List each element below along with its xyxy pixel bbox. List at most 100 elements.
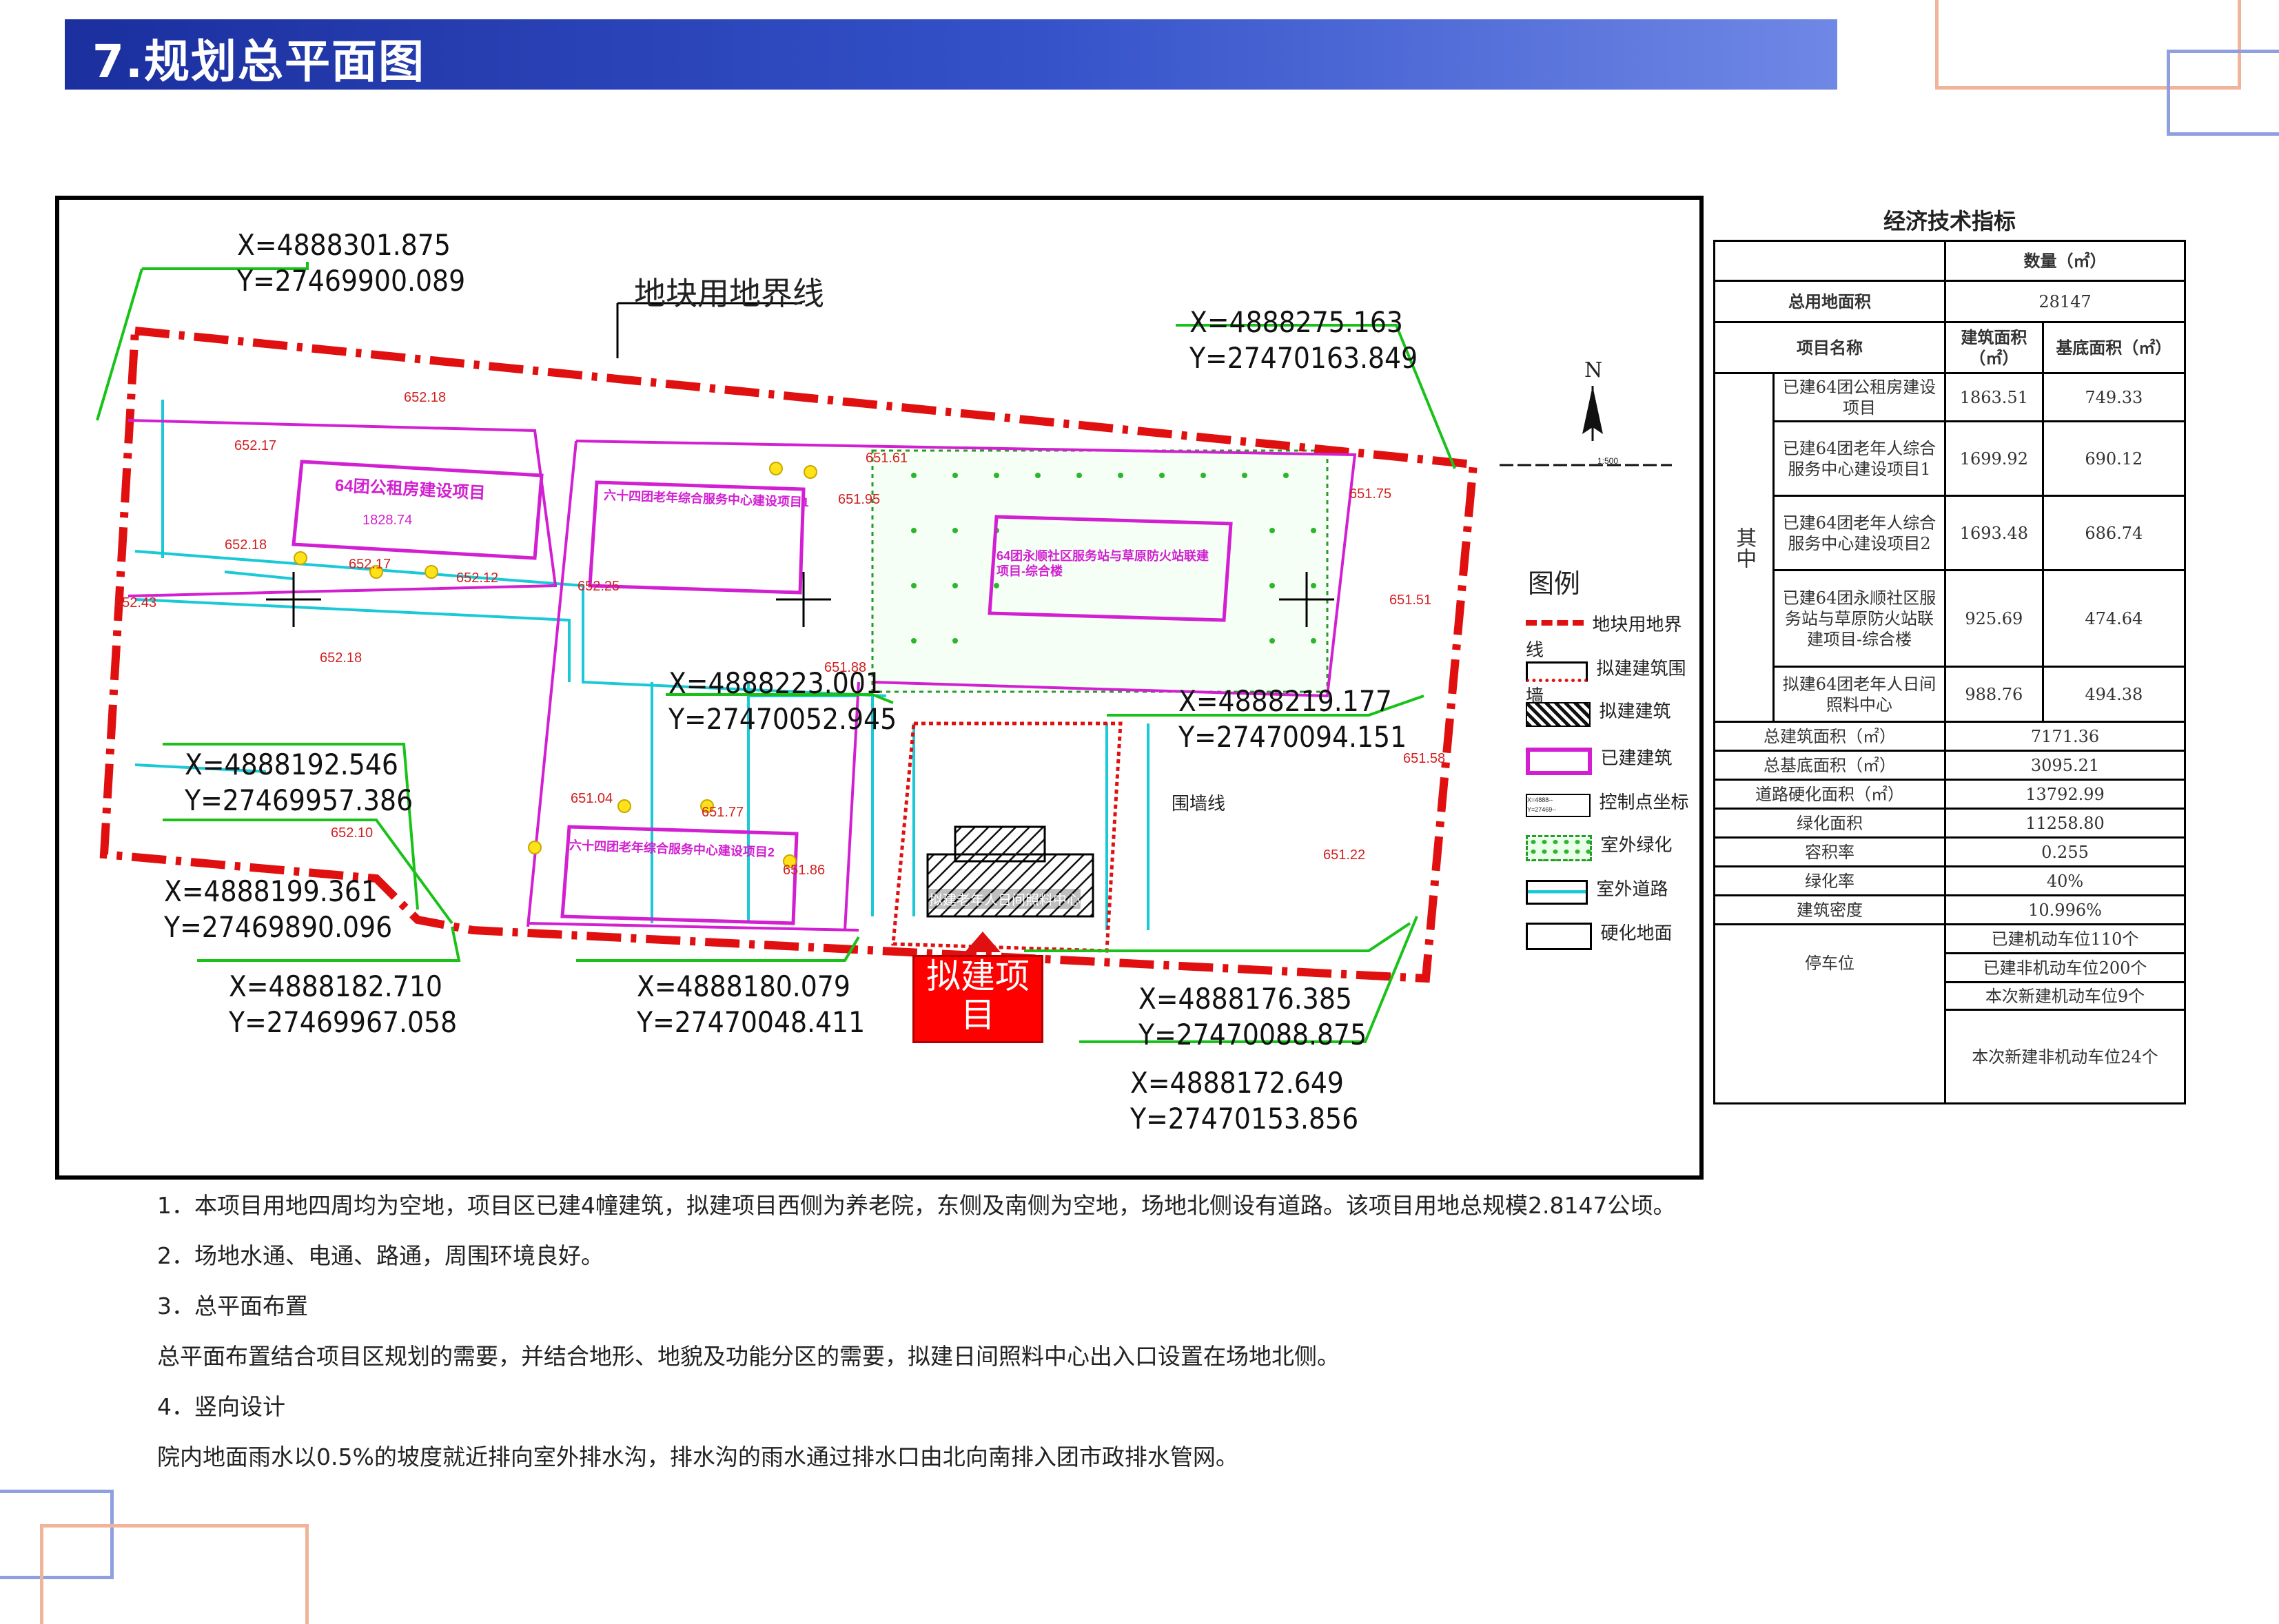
- building-label: 拟建老年人日间照料中心: [929, 889, 1081, 909]
- elevation-label: 651.86: [783, 863, 826, 878]
- elevation-label: 652.12: [456, 571, 499, 586]
- elevation-label: 652.17: [234, 438, 277, 453]
- elevation-label: 652.18: [225, 537, 267, 553]
- elevation-label: 652.18: [404, 390, 447, 405]
- title-bar: 7.规划总平面图: [65, 19, 1837, 90]
- elevation-label: 651.61: [866, 451, 908, 466]
- summary-value: 10.996%: [1944, 894, 2186, 925]
- qty-header: 数量（㎡）: [1944, 240, 2186, 282]
- note-paragraph: 2．场地水通、电通、路通，周围环境良好。: [157, 1242, 604, 1269]
- elevation-label: 652.25: [578, 579, 620, 594]
- legend-control-point: X=4888--Y=27469-- 控制点坐标: [1526, 788, 1688, 817]
- proposed-project-label: 拟建项目: [912, 955, 1043, 1043]
- note-paragraph: 1．本项目用地四周均为空地，项目区已建4幢建筑，拟建项目西侧为养老院，东侧及南侧…: [157, 1192, 1676, 1219]
- summary-label: 建筑密度: [1713, 894, 1947, 925]
- page-title: 7.规划总平面图: [92, 35, 425, 88]
- summary-value: 7171.36: [1944, 721, 2186, 752]
- summary-value: 40%: [1944, 865, 2186, 896]
- elevation-label: 651.75: [1349, 486, 1392, 502]
- base-area-header: 基底面积（㎡）: [2041, 321, 2187, 374]
- parking-item: 本次新建机动车位9个: [1944, 981, 2186, 1011]
- parking-label: 停车位: [1713, 923, 1947, 1104]
- legend-existing-building: 已建建筑: [1526, 744, 1672, 775]
- note-paragraph: 总平面布置结合项目区规划的需要，并结合地形、地貌及功能分区的需要，拟建日间照料中…: [157, 1343, 1340, 1370]
- legend-title: 图例: [1528, 568, 1581, 599]
- project-build-area: 1863.51: [1944, 372, 2044, 422]
- note-paragraph: 4．竖向设计: [157, 1393, 285, 1420]
- build-area-header: 建筑面积（㎡）: [1944, 321, 2044, 374]
- corner-frame-orange-top: [1935, 0, 2241, 90]
- note-paragraph: 院内地面雨水以0.5%的坡度就近排向室外排水沟，排水沟的雨水通过排水口由北向南排…: [157, 1443, 1238, 1470]
- building-label: 64团永顺社区服务站与草原防火站联建项目-综合楼: [997, 549, 1209, 578]
- elevation-label: 652.43: [114, 595, 157, 610]
- project-name: 拟建64团老年人日间照料中心: [1772, 666, 1947, 723]
- project-base-area: 686.74: [2041, 495, 2187, 571]
- elevation-label: 652.18: [320, 650, 362, 666]
- summary-label: 绿化率: [1713, 865, 1947, 896]
- building-label: 1828.74: [362, 513, 413, 528]
- boundary-label: 地块用地界线: [634, 275, 824, 312]
- elevation-label: 651.88: [824, 660, 867, 675]
- legend-proposed-building: 拟建建筑: [1526, 697, 1670, 727]
- economic-indicators-table: 数量（㎡） 总用地面积 28147 项目名称 建筑面积（㎡） 基底面积（㎡） 其…: [1713, 240, 2187, 1104]
- elevation-label: 651.95: [838, 492, 881, 507]
- project-build-area: 1699.92: [1944, 420, 2044, 497]
- summary-value: 11258.80: [1944, 808, 2186, 839]
- parking-item: 本次新建非机动车位24个: [1944, 1009, 2186, 1104]
- elevation-label: 652.17: [349, 557, 391, 572]
- total-land-value: 28147: [1944, 280, 2186, 323]
- elevation-label: 651.22: [1323, 847, 1366, 863]
- project-build-area: 925.69: [1944, 569, 2044, 668]
- table-title: 经济技术指标: [1883, 208, 2016, 234]
- project-base-area: 494.38: [2041, 666, 2187, 723]
- total-land-label: 总用地面积: [1713, 280, 1947, 323]
- summary-value: 13792.99: [1944, 779, 2186, 810]
- summary-label: 道路硬化面积（㎡）: [1713, 779, 1947, 810]
- parking-item: 已建非机动车位200个: [1944, 952, 2186, 983]
- summary-value: 0.255: [1944, 836, 2186, 867]
- project-name: 已建64团公租房建设项目: [1772, 372, 1947, 422]
- project-base-area: 690.12: [2041, 420, 2187, 497]
- project-build-area: 1693.48: [1944, 495, 2044, 571]
- corner-frame-blue-top: [2167, 50, 2279, 136]
- project-name: 已建64团永顺社区服务站与草原防火站联建项目-综合楼: [1772, 569, 1947, 668]
- corner-frame-orange-bottom: [40, 1524, 309, 1624]
- table-cell: [1713, 240, 1947, 282]
- project-name: 已建64团老年人综合服务中心建设项目2: [1772, 495, 1947, 571]
- site-plan-drawing: [96, 262, 1672, 1043]
- wall-label: 围墙线: [1172, 794, 1226, 814]
- note-paragraph: 3．总平面布置: [157, 1293, 308, 1319]
- summary-label: 容积率: [1713, 836, 1947, 867]
- north-label: N: [1584, 358, 1603, 382]
- elevation-label: 651.04: [571, 791, 613, 806]
- elevation-label: 651.77: [702, 805, 744, 820]
- elevation-label: 651.58: [1403, 751, 1446, 766]
- legend-hard-surface: 硬化地面: [1526, 919, 1672, 950]
- group-label: 其中: [1713, 372, 1775, 723]
- elevation-label: 651.51: [1389, 593, 1432, 608]
- legend-boundary: 地块用地界线: [1526, 615, 1682, 661]
- scale-label: 1:500: [1597, 456, 1619, 466]
- summary-label: 总基底面积（㎡）: [1713, 750, 1947, 781]
- name-header: 项目名称: [1713, 321, 1947, 374]
- summary-value: 3095.21: [1944, 750, 2186, 781]
- project-base-area: 474.64: [2041, 569, 2187, 668]
- parking-item: 已建机动车位110个: [1944, 923, 2186, 954]
- summary-label: 总建筑面积（㎡）: [1713, 721, 1947, 752]
- project-name: 已建64团老年人综合服务中心建设项目1: [1772, 420, 1947, 497]
- north-arrow-icon: [1500, 386, 1672, 466]
- project-build-area: 988.76: [1944, 666, 2044, 723]
- summary-label: 绿化面积: [1713, 808, 1947, 839]
- legend-greenery: 室外绿化: [1526, 831, 1672, 861]
- project-base-area: 749.33: [2041, 372, 2187, 422]
- elevation-label: 652.10: [331, 825, 374, 841]
